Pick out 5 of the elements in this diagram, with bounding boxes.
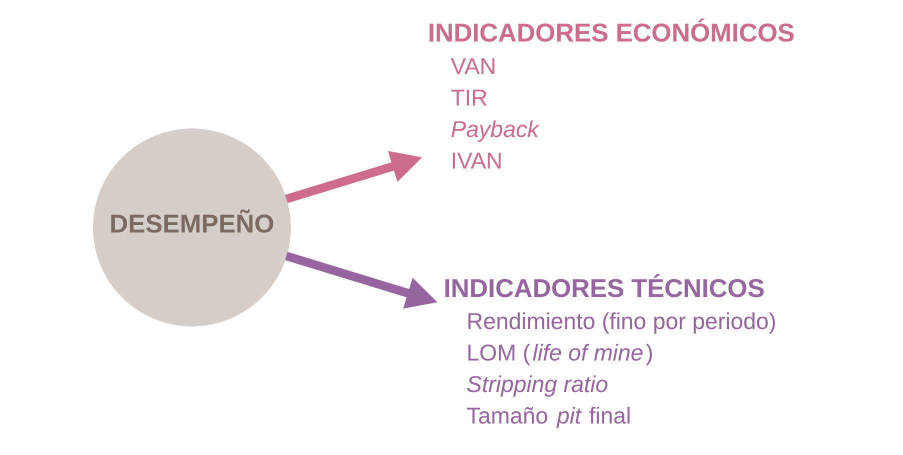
node-circle: DESEMPEÑO (93, 128, 291, 326)
node-text: INDICADORES ECONÓMICOS VAN TIR Payback IVAN (428, 20, 795, 174)
node-text: INDICADORES TÉCNICOS Rendimiento (fino por periodo) LOM (life of mine) Stripping ratio Tamaño pit final (444, 274, 776, 429)
arrow (285, 150, 422, 204)
arrow (285, 252, 438, 309)
